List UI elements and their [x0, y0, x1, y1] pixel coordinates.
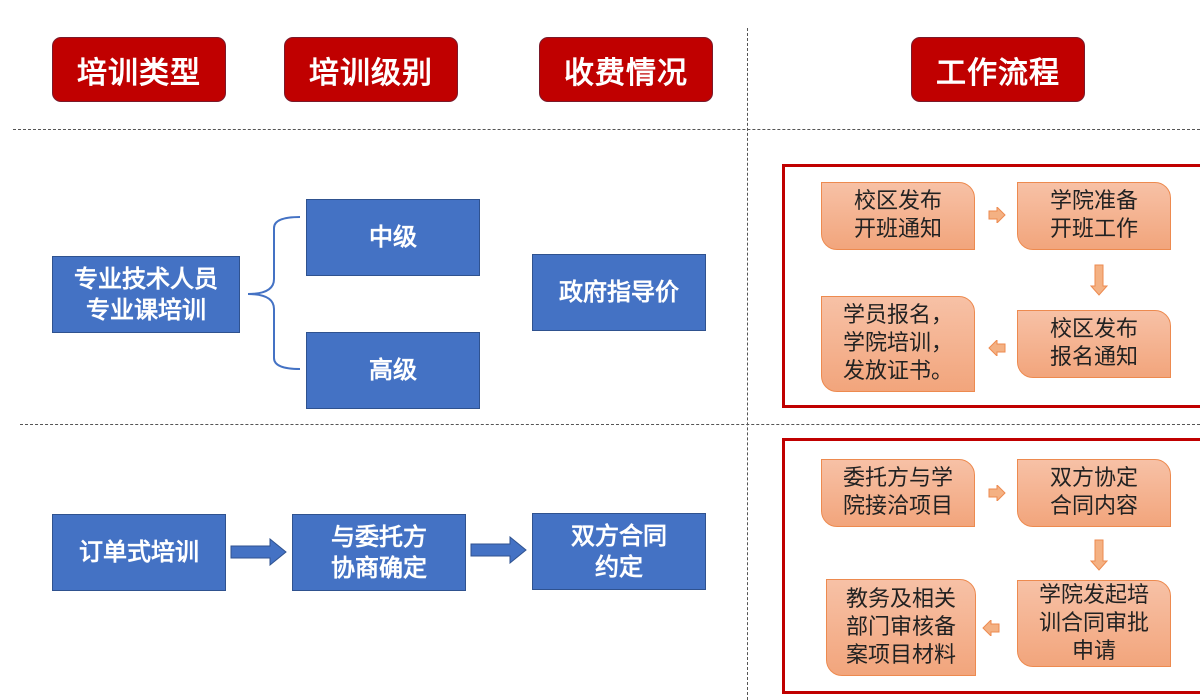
training-type-professional: 专业技术人员 专业课培训: [52, 256, 240, 333]
header-label: 工作流程: [936, 55, 1060, 91]
brace-connector: [247, 216, 301, 370]
training-type-order: 订单式培训: [52, 514, 226, 591]
horizontal-divider-top: [13, 129, 1200, 130]
header-training-type: 培训类型: [52, 37, 226, 102]
workflow-step: 校区发布 开班通知: [821, 182, 975, 250]
workflow-step: 学院发起培 训合同审批 申请: [1017, 580, 1171, 667]
level-negotiated: 与委托方 协商确定: [292, 514, 466, 591]
workflow-step: 委托方与学 院接洽项目: [821, 459, 975, 527]
fee-contract: 双方合同 约定: [532, 513, 706, 590]
horizontal-divider-middle: [20, 424, 1200, 425]
header-label: 收费情况: [564, 55, 688, 91]
header-workflow: 工作流程: [911, 37, 1085, 102]
arrow-left-icon: [982, 620, 1000, 636]
level-intermediate: 中级: [306, 199, 480, 276]
arrow-right-icon: [470, 536, 527, 564]
arrow-right-icon: [230, 538, 287, 566]
arrow-right-icon: [988, 485, 1006, 501]
vertical-divider: [747, 28, 748, 700]
header-label: 培训级别: [309, 55, 433, 91]
header-fee: 收费情况: [539, 37, 713, 102]
header-label: 培训类型: [77, 55, 201, 91]
arrow-down-icon: [1090, 539, 1108, 571]
level-senior: 高级: [306, 332, 480, 409]
workflow-step: 学员报名， 学院培训， 发放证书。: [821, 296, 975, 392]
header-training-level: 培训级别: [284, 37, 458, 102]
arrow-right-icon: [988, 207, 1006, 223]
workflow-step: 双方协定 合同内容: [1017, 459, 1171, 527]
fee-government-guided: 政府指导价: [532, 254, 706, 331]
workflow-step: 教务及相关 部门审核备 案项目材料: [826, 579, 976, 676]
arrow-down-icon: [1090, 264, 1108, 296]
arrow-left-icon: [988, 340, 1006, 356]
workflow-step: 学院准备 开班工作: [1017, 182, 1171, 250]
workflow-step: 校区发布 报名通知: [1017, 310, 1171, 378]
